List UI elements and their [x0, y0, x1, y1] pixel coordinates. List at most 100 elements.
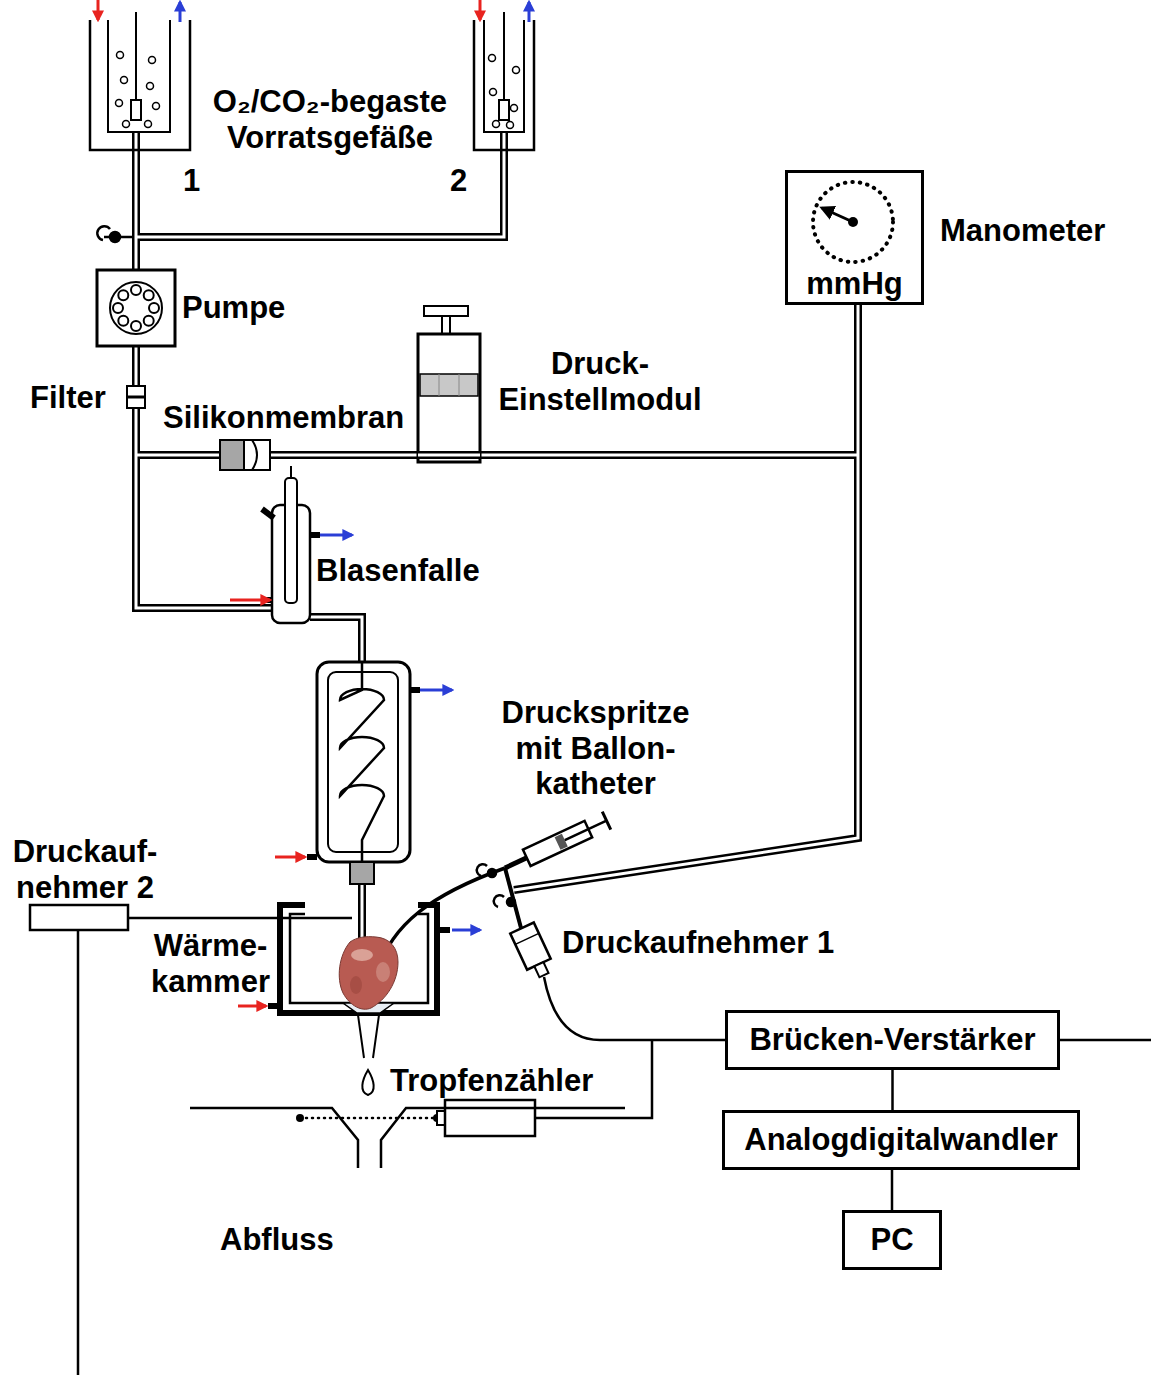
- pump-symbol: [131, 321, 141, 331]
- tubing-lumen: [361, 884, 364, 944]
- stopcock-symbol: [494, 895, 504, 907]
- label-slot: 1: [183, 163, 200, 199]
- tubing-lumen: [478, 454, 858, 457]
- catheter-line: [505, 868, 521, 928]
- pressure-module-syringe: [418, 451, 480, 459]
- signal-wire: [891, 1170, 894, 1210]
- bubble-trap: [290, 466, 292, 478]
- pump-symbol: [149, 303, 159, 313]
- reservoir-vessel: [145, 121, 152, 128]
- label-slot: Druckspritze mit Ballon- katheter: [493, 695, 698, 802]
- reservoir-vessel: [123, 121, 130, 128]
- stopcock-symbol: [477, 864, 487, 876]
- part-label: Silikonmembran: [163, 400, 404, 436]
- drain-funnel: [190, 1108, 625, 1168]
- tubing-outline: [310, 617, 362, 662]
- box-label: PC: [870, 1222, 913, 1258]
- drain-funnel: [190, 1108, 358, 1168]
- balloon-syringe: [602, 812, 610, 830]
- label-slot: Druckauf- nehmer 2: [0, 834, 170, 905]
- pressure-gauge-dial: [813, 182, 893, 262]
- label-slot: Silikonmembran: [163, 400, 404, 436]
- warming-chamber: [452, 929, 480, 932]
- reservoir-vessel: [507, 122, 514, 129]
- pump-symbol: [144, 316, 154, 326]
- bubble-trap: [230, 599, 270, 602]
- drop-counter: [296, 1100, 535, 1136]
- part-label: Druckspritze mit Ballon- katheter: [493, 695, 698, 802]
- isolated-heart: [376, 962, 390, 982]
- reservoir-vessel: [135, 12, 137, 100]
- reservoir-vessel: [117, 52, 124, 59]
- reservoir-vessel: [90, 20, 190, 150]
- drop-counter: [296, 1114, 304, 1122]
- signal-wire: [535, 977, 1151, 1118]
- isolated-heart: [339, 937, 398, 1010]
- reservoir-vessel: [147, 83, 154, 90]
- bubble-trap: [262, 535, 320, 600]
- perfusate-drop: [362, 1070, 373, 1095]
- reservoir-vessel: [153, 103, 160, 110]
- label-slot: Wärme- kammer: [148, 928, 273, 999]
- part-label: Abfluss: [220, 1222, 334, 1258]
- pump-symbol: [113, 303, 123, 313]
- unit-label: mmHg: [788, 268, 921, 299]
- bubble-trap: [320, 534, 352, 537]
- label-slot: Pumpe: [182, 290, 285, 326]
- reservoir-vessel: [116, 100, 123, 107]
- balloon-syringe: [565, 821, 607, 840]
- stopcock-symbol: [97, 226, 132, 242]
- pressure-transducer: [510, 923, 556, 981]
- filter-symbol: [127, 386, 145, 408]
- balloon-syringe: [505, 858, 527, 868]
- pressure-transducer: [515, 933, 539, 944]
- isolated-heart: [339, 937, 398, 1010]
- reservoir-vessel: [490, 89, 497, 96]
- pressure-module-syringe: [418, 454, 480, 457]
- pump-symbol: [118, 290, 128, 300]
- box-label: Analogdigitalwandler: [744, 1122, 1057, 1158]
- balloon-syringe: [501, 812, 611, 877]
- pump-symbol: [97, 270, 175, 346]
- reservoir-vessel: [121, 77, 128, 84]
- part-label: Tropfenzähler: [390, 1063, 593, 1099]
- heat-exchanger-coil: [328, 672, 398, 852]
- gauge-label: Manometer: [940, 213, 1105, 249]
- bubble-trap: [285, 478, 297, 603]
- label-slot: Tropfenzähler: [390, 1063, 593, 1099]
- signal-wire: [544, 977, 725, 1040]
- heat-exchanger-coil: [340, 662, 384, 862]
- reservoir-vessel: [474, 0, 534, 150]
- part-label: Druckauf- nehmer 2: [0, 834, 170, 905]
- isolated-heart: [351, 949, 373, 961]
- perfusate-drop: [362, 1070, 373, 1095]
- reservoir-vessel: [493, 121, 500, 128]
- reservoir-vessel: [499, 100, 509, 120]
- stopcock-symbol: [97, 226, 110, 240]
- stopcock-symbol: [110, 232, 120, 242]
- filter-symbol: [127, 396, 145, 399]
- label-slot: Filter: [30, 380, 106, 416]
- pump-symbol: [131, 285, 141, 295]
- pressure-gauge-dial: [813, 182, 893, 262]
- reservoir-vessel: [131, 100, 141, 120]
- silicone-membrane: [220, 440, 270, 470]
- stopcock-symbol: [507, 898, 515, 906]
- catheter-line: [378, 868, 521, 970]
- reservoir-caption: O₂/CO₂-begaste Vorratsgefäße: [195, 84, 465, 155]
- pressure-module-syringe: [439, 374, 459, 396]
- reservoir-vessel: [97, 0, 100, 20]
- isolated-heart: [350, 976, 362, 994]
- drain-funnel: [381, 1108, 625, 1168]
- warming-chamber: [238, 905, 480, 1058]
- reservoir-vessel: [479, 0, 482, 20]
- part-label: Druck- Einstellmodul: [492, 346, 708, 417]
- label-slot: Druckaufnehmer 1: [562, 925, 834, 961]
- heat-exchanger-coil: [275, 662, 452, 884]
- pump-symbol: [113, 285, 159, 331]
- pressure-module-syringe: [418, 306, 480, 462]
- tubing-outline: [358, 884, 366, 944]
- drop-counter: [445, 1100, 535, 1136]
- signal-wire: [891, 1070, 894, 1110]
